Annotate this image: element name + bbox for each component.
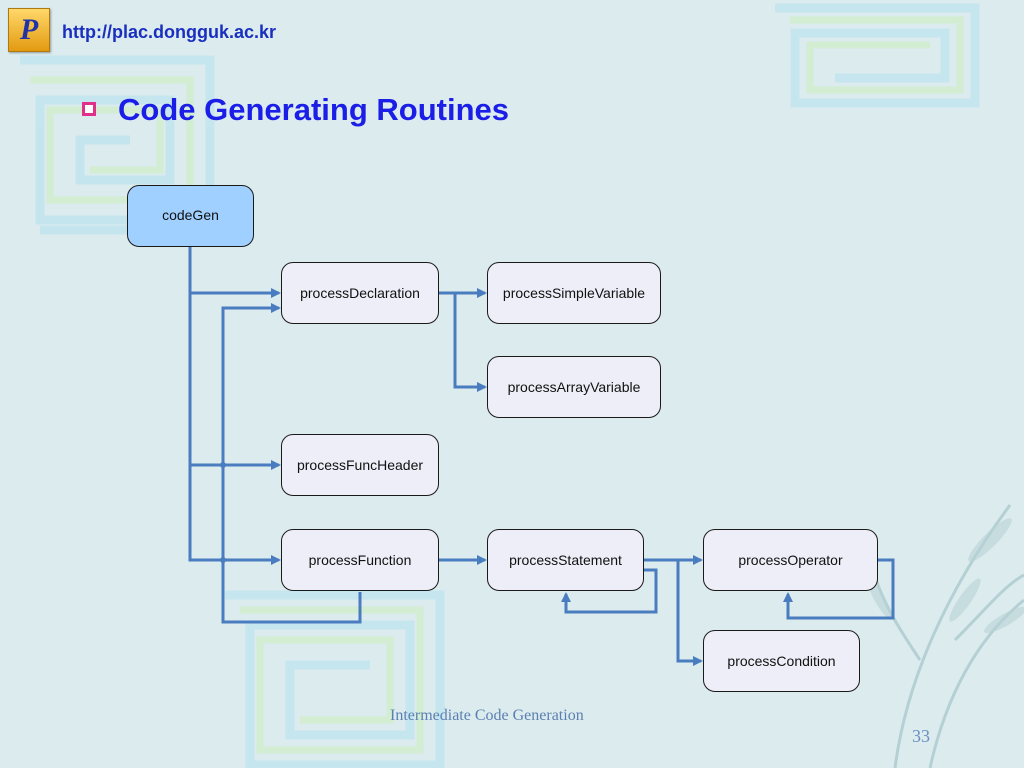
edge-operator-self-loop: [783, 558, 895, 620]
node-label: processOperator: [738, 552, 843, 568]
node-label: processCondition: [727, 653, 836, 669]
node-process-function: processFunction: [281, 529, 439, 591]
logo: P: [8, 8, 50, 52]
node-label: processStatement: [509, 552, 622, 568]
node-process-func-header: processFuncHeader: [281, 434, 439, 496]
node-label: processArrayVariable: [507, 379, 641, 395]
node-process-condition: processCondition: [703, 630, 860, 692]
edge-statement-to-condition: [676, 560, 703, 666]
slide-title: Code Generating Routines: [118, 92, 509, 127]
node-label: processSimpleVariable: [502, 285, 646, 301]
node-codegen: codeGen: [127, 185, 254, 247]
node-process-declaration: processDeclaration: [281, 262, 439, 324]
node-process-operator: processOperator: [703, 529, 878, 591]
node-process-simple-variable: processSimpleVariable: [487, 262, 661, 324]
edge-statement-self-loop: [561, 568, 658, 614]
node-process-array-variable: processArrayVariable: [487, 356, 661, 418]
edge-function-to-declaration: [221, 303, 362, 624]
edge-codegen-to-declaration: [188, 247, 281, 298]
edge-codegen-to-funcheader: [188, 293, 281, 470]
edge-declaration-to-arrayvariable: [453, 293, 487, 392]
page-number: 33: [912, 726, 930, 746]
node-label: codeGen: [162, 207, 219, 223]
footer-text: Intermediate Code Generation: [390, 707, 584, 724]
node-label: processFuncHeader: [296, 457, 424, 473]
node-label: processFunction: [308, 552, 412, 568]
logo-letter: P: [19, 13, 39, 46]
site-url[interactable]: http://plac.dongguk.ac.kr: [62, 22, 277, 42]
edge-codegen-to-function: [188, 465, 281, 565]
node-process-statement: processStatement: [487, 529, 644, 591]
bullet-icon: [82, 102, 96, 116]
node-label: processDeclaration: [300, 285, 420, 301]
